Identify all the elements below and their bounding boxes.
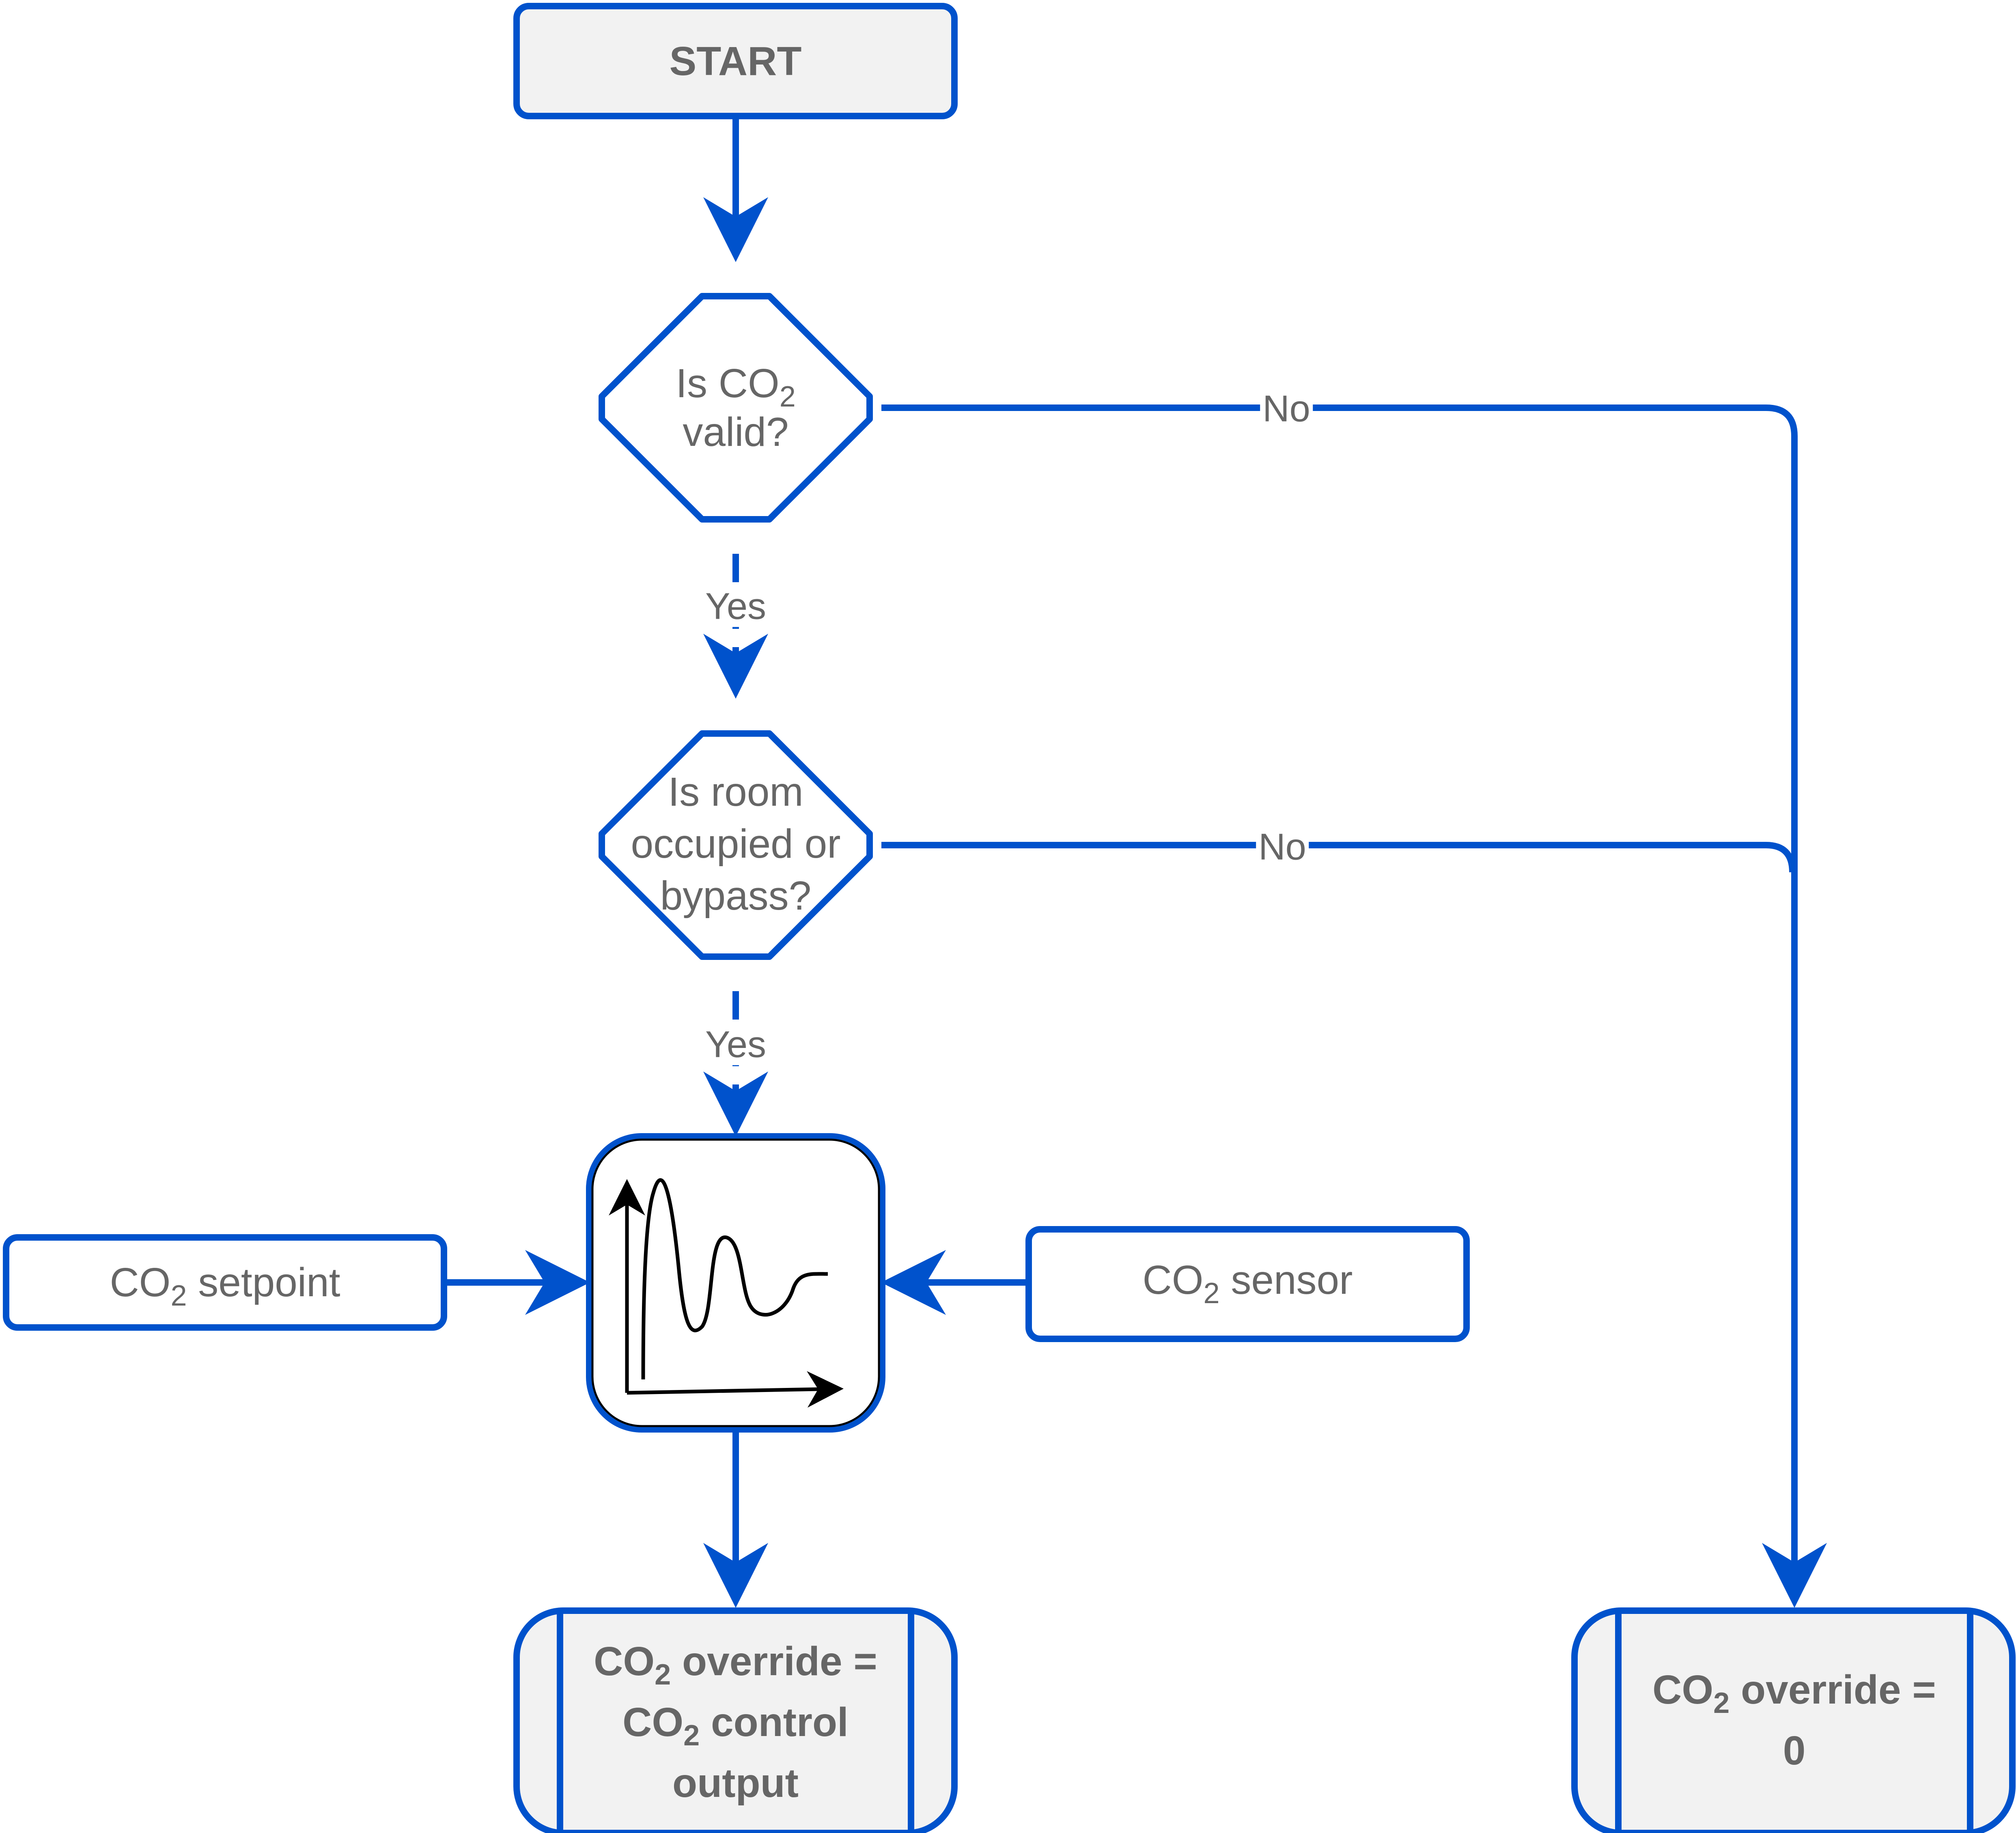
setpoint-box xyxy=(3,1234,447,1331)
edge-occupied-no xyxy=(881,842,1796,873)
edge-valid-no xyxy=(881,404,1827,1608)
controller-box-inner-outline xyxy=(591,1138,880,1427)
sensor-box xyxy=(1025,1226,1470,1342)
start-terminal xyxy=(513,3,958,119)
chart-x-axis-icon xyxy=(627,1371,844,1408)
chart-response-curve-icon xyxy=(641,1178,828,1380)
decision-co2-valid xyxy=(599,293,873,523)
connectors xyxy=(445,118,1827,1608)
decision-room-occupied xyxy=(599,730,873,960)
controller-box xyxy=(586,1133,885,1433)
output-zero-box xyxy=(1571,1607,2016,1833)
output-control-box xyxy=(513,1607,958,1833)
pid-response-chart-icon xyxy=(609,1178,844,1408)
